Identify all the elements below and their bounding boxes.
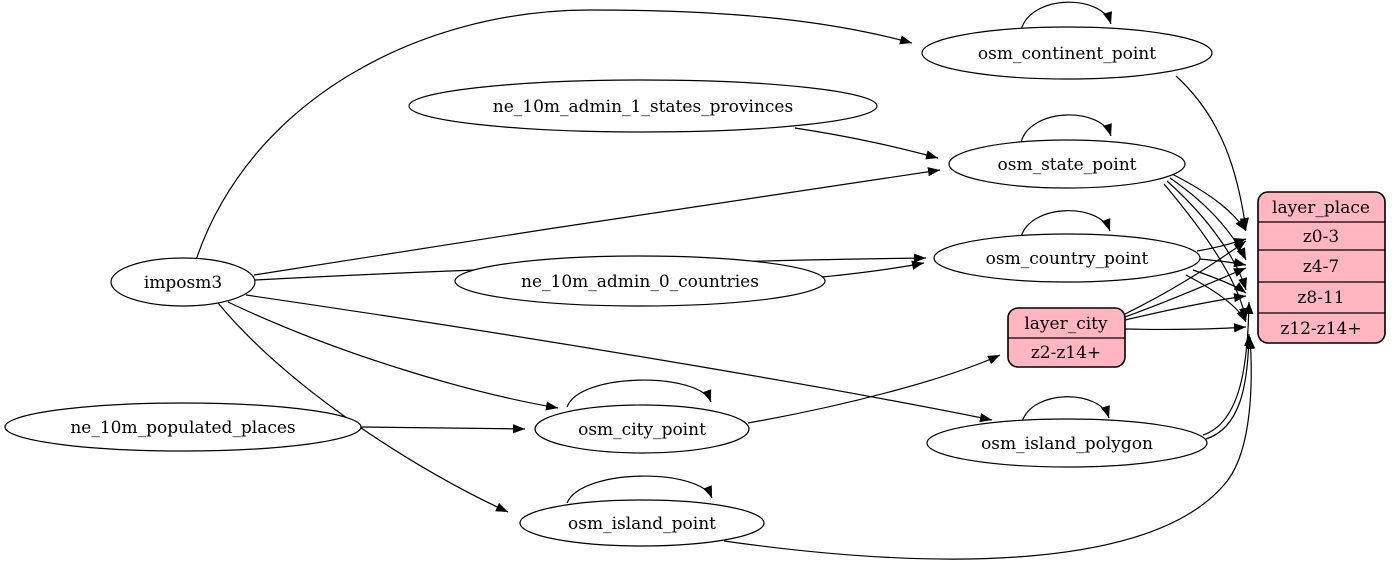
ne-10m-admin-0-countries-ellipse (454, 255, 826, 307)
edge-layer_city-z12-z14 (1124, 323, 1247, 333)
edge-selfloop-osm_continent_point (1020, 1, 1112, 31)
osm-country-point-label: osm_country_point (986, 249, 1149, 269)
edge-ne_10m_admin_1_states_provinces-osm_state_point (794, 127, 939, 160)
edge-osm_country_point-z0-3 (1196, 238, 1247, 252)
osm-continent-point-ellipse (921, 26, 1213, 80)
layer-place-row-z12-z14: z12-z14+ (1280, 319, 1361, 339)
edge-osm_state_point-z12-z14 (1163, 183, 1249, 321)
edge-ne_10m_populated_places-osm_city_point (360, 424, 526, 434)
edge-osm_island_point-z12-z14 (723, 336, 1256, 560)
ne-10m-admin-1-states-provinces-ellipse (408, 79, 878, 133)
node-osm-continent-point: osm_continent_point (921, 26, 1213, 80)
osm-city-point-label: osm_city_point (578, 420, 706, 440)
edge-imposm3-osm_state_point (253, 167, 941, 276)
edge-osm_continent_point-z0-3 (1175, 75, 1249, 231)
osm-state-point-ellipse (948, 139, 1186, 189)
osm-city-point-ellipse (534, 404, 750, 454)
layer-place-box (1257, 191, 1386, 344)
edge-imposm3-osm_island_polygon (245, 294, 993, 423)
osm-island-polygon-ellipse (926, 418, 1208, 468)
ne-10m-populated-places-label: ne_10m_populated_places (70, 418, 295, 438)
osm-country-point-ellipse (933, 233, 1201, 283)
edge-osm_city_point-layer_city (747, 354, 1001, 424)
osm-island-point-label: osm_island_point (568, 514, 716, 534)
osm-state-point-label: osm_state_point (998, 155, 1137, 175)
osm-continent-point-label: osm_continent_point (978, 44, 1156, 64)
ne-10m-populated-places-ellipse (4, 402, 362, 452)
edge-osm_island_polygon-z12-z14 (1205, 333, 1254, 440)
node-osm-state-point: osm_state_point (948, 139, 1186, 189)
ne-10m-admin-1-states-provinces-label: ne_10m_admin_1_states_provinces (493, 97, 793, 117)
imposm3-ellipse (110, 257, 256, 307)
node-ne-10m-admin-0-countries: ne_10m_admin_0_countries (454, 255, 826, 307)
node-osm-island-polygon: osm_island_polygon (926, 418, 1208, 468)
edge-ne_10m_admin_0_countries-osm_country_point (821, 260, 925, 278)
osm-island-point-ellipse (519, 499, 765, 547)
edge-osm_country_point-z12-z14 (1185, 274, 1247, 323)
edge-imposm3-osm_city_point (227, 301, 559, 411)
imposm3-label: imposm3 (144, 273, 222, 293)
edge-osm_country_point-z4-7 (1198, 258, 1247, 268)
edge-osm_state_point-z8-11 (1166, 180, 1247, 291)
node-layer-city: layer_city z2-z14+ (1007, 307, 1126, 368)
layer-city-header: layer_city (1024, 314, 1108, 334)
ne-10m-admin-0-countries-label: ne_10m_admin_0_countries (521, 272, 759, 292)
layer-place-row-z0-3: z0-3 (1303, 227, 1339, 247)
layer-place-header: layer_place (1272, 198, 1370, 218)
edge-selfloop-osm_island_point (566, 475, 713, 504)
node-osm-country-point: osm_country_point (933, 233, 1201, 283)
node-osm-city-point: osm_city_point (534, 404, 750, 454)
edge-osm_state_point-z4-7 (1169, 177, 1247, 261)
layer-city-row-z2-z14: z2-z14+ (1031, 343, 1101, 363)
layer-place-row-z4-7: z4-7 (1303, 257, 1339, 277)
edge-layer_city-z4-7 (1124, 267, 1247, 318)
edge-selfloop-osm_state_point (1020, 114, 1112, 143)
edge-layer_city-z0-3 (1124, 240, 1247, 315)
edge-osm_state_point-z0-3 (1171, 173, 1247, 232)
osm-island-polygon-label: osm_island_polygon (981, 434, 1153, 454)
node-osm-island-point: osm_island_point (519, 499, 765, 547)
edge-selfloop-osm_city_point (566, 379, 712, 408)
node-layer-place: layer_place z0-3 z4-7 z8-11 z12-z14+ (1257, 191, 1386, 344)
edge-imposm3-osm_continent_point (195, 9, 913, 261)
edge-osm_country_point-z8-11 (1192, 269, 1247, 294)
node-imposm3: imposm3 (110, 257, 256, 307)
edge-osm_island_polygon-z8-11 (1202, 301, 1254, 436)
edge-selfloop-osm_island_polygon (1021, 396, 1110, 423)
node-ne-10m-populated-places: ne_10m_populated_places (4, 402, 362, 452)
edge-selfloop-osm_country_point (1020, 210, 1111, 238)
node-ne-10m-admin-1-states-provinces: ne_10m_admin_1_states_provinces (408, 79, 878, 133)
edge-layer_city-z8-11 (1124, 293, 1247, 321)
layer-place-row-z8-11: z8-11 (1297, 288, 1344, 308)
